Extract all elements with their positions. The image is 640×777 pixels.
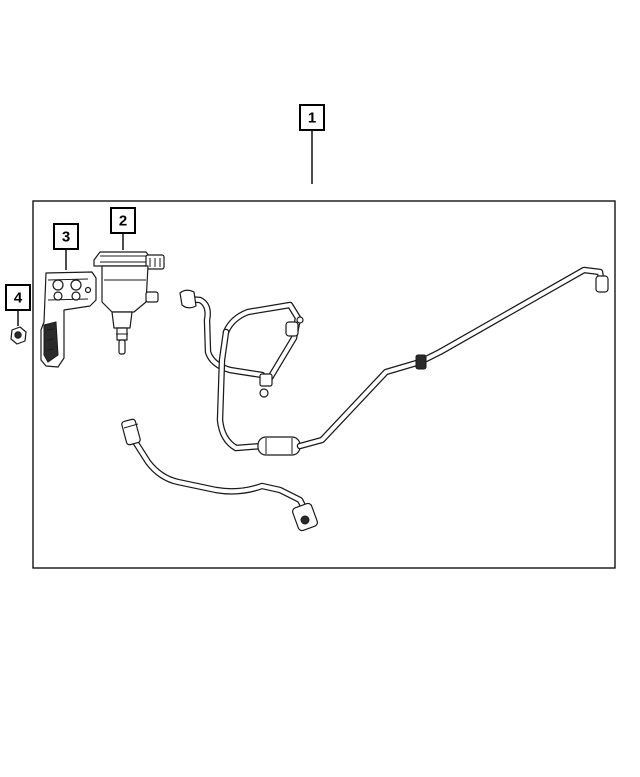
callout-4-label: 4 <box>14 290 23 307</box>
callout-2-label: 2 <box>119 213 127 230</box>
mounting-bracket-icon <box>40 271 97 368</box>
callout-2-box <box>110 207 136 234</box>
callout-3-label: 3 <box>62 229 70 246</box>
vapor-line-harness-icon <box>121 266 609 532</box>
callout-4[interactable]: 4 <box>5 284 31 326</box>
callout-3[interactable]: 3 <box>53 223 79 270</box>
callout-3-box <box>53 223 79 250</box>
assembly-frame <box>32 200 616 569</box>
callout-1[interactable]: 1 <box>299 104 325 184</box>
hex-nut-icon <box>10 326 27 345</box>
evap-canister-valve-icon <box>93 251 165 355</box>
callout-2[interactable]: 2 <box>110 207 136 250</box>
callout-1-label: 1 <box>308 110 316 127</box>
callout-1-box <box>299 104 325 131</box>
callout-4-box <box>5 284 31 311</box>
